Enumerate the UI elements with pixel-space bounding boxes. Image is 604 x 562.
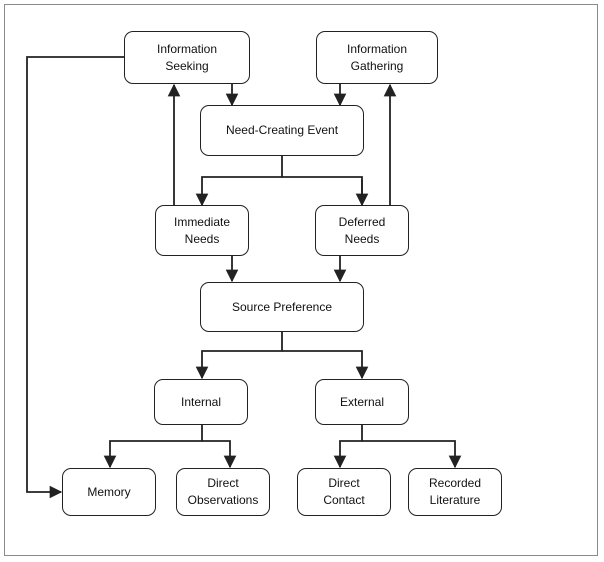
node-label: Need-Creating Event: [225, 123, 339, 137]
node-label: Immediate Needs: [173, 214, 231, 246]
node-label: Direct Observations: [187, 476, 259, 507]
node-need-creating-event: Need-Creating Event: [200, 105, 364, 156]
node-recorded-literature: Recorded Literature: [408, 468, 502, 516]
node-label: Deferred Needs: [338, 214, 386, 246]
node-label: Memory: [87, 484, 131, 499]
arrow-source-to-external: [282, 350, 369, 380]
node-label: External: [339, 394, 385, 409]
arrow-internal-to-observations: [202, 440, 237, 469]
node-source-preference: Source Preference: [200, 282, 364, 332]
node-internal: Internal: [154, 379, 248, 425]
node-immediate-needs: Immediate Needs: [155, 205, 249, 256]
node-label: Information Gathering: [346, 41, 408, 73]
arrow-internal-to-memory: [103, 425, 203, 469]
node-direct-observations: Direct Observations: [176, 468, 270, 516]
node-label: Direct Contact: [323, 476, 365, 507]
arrow-event-to-immediate: [195, 156, 283, 207]
node-memory: Memory: [62, 468, 156, 516]
arrow-event-to-deferred: [282, 176, 363, 205]
node-label: Recorded Literature: [428, 476, 482, 507]
node-label: Source Preference: [231, 299, 333, 314]
node-label: Information Seeking: [156, 41, 218, 73]
node-direct-contact: Direct Contact: [297, 468, 391, 516]
node-deferred-needs: Deferred Needs: [315, 205, 409, 256]
diagram-frame: [4, 4, 598, 556]
arrow-source-to-internal: [195, 332, 283, 380]
node-external: External: [315, 379, 409, 425]
arrow-external-to-contact: [333, 425, 363, 469]
arrow-external-to-literature: [362, 440, 462, 469]
node-label: Internal: [180, 394, 222, 409]
node-information-seeking: Information Seeking: [124, 31, 250, 84]
arrow-seeking-to-memory: [26, 56, 124, 499]
node-information-gathering: Information Gathering: [316, 31, 438, 84]
